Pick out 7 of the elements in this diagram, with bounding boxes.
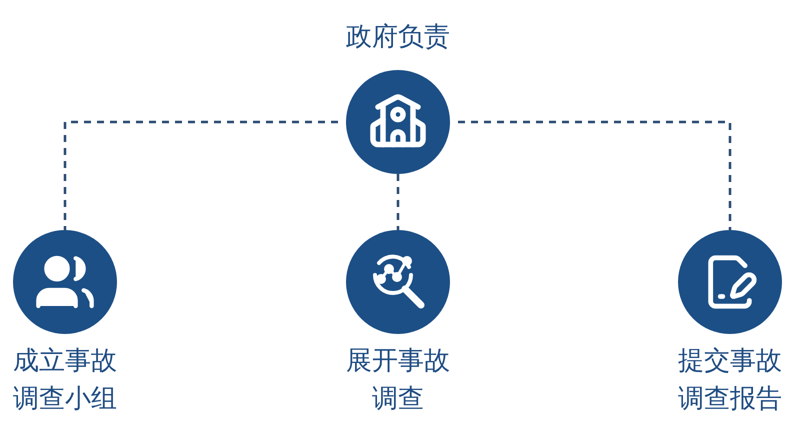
dashed-connector [458,120,732,230]
node-label: 展开事故调查 [345,345,451,416]
node-label: 提交事故调查报告 [677,345,783,416]
node-label: 政府负责 [345,21,451,54]
dashed-connector [64,120,338,230]
dashed-connector [396,174,400,230]
node-label: 成立事故调查小组 [12,345,118,416]
